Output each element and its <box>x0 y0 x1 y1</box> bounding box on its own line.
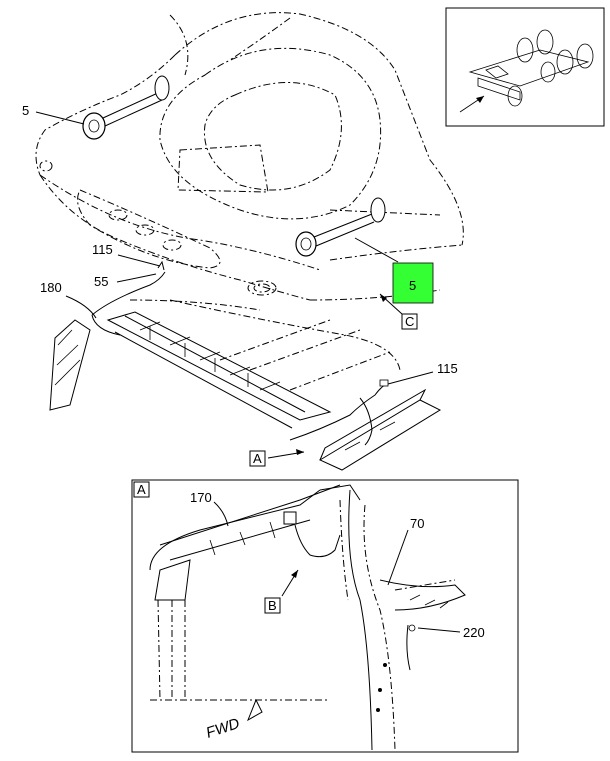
detail-a-panel: A 170 70 220 B <box>131 479 519 753</box>
callout-5-left: 5 <box>22 103 29 118</box>
callout-115-right: 115 <box>437 361 458 376</box>
locator-inset <box>445 7 605 127</box>
leader-lines <box>35 111 434 459</box>
horn-right <box>295 197 386 257</box>
svg-text:C: C <box>405 314 414 329</box>
view-label-c: C <box>401 313 418 330</box>
callout-220: 220 <box>463 625 485 640</box>
detail-a-label: A <box>137 482 146 497</box>
highlight-box <box>392 262 434 304</box>
view-label-b: B <box>264 597 281 614</box>
callout-55: 55 <box>94 274 108 289</box>
svg-text:A: A <box>253 451 262 466</box>
svg-text:B: B <box>268 598 277 613</box>
horn-left <box>82 75 170 140</box>
callout-170: 170 <box>190 490 212 505</box>
callout-180: 180 <box>40 280 62 295</box>
callout-5-right: 5 <box>409 278 416 293</box>
floor-harness <box>49 260 442 471</box>
callout-70: 70 <box>410 516 424 531</box>
view-label-a-main: A <box>249 450 266 467</box>
callout-115-top: 115 <box>92 242 113 257</box>
